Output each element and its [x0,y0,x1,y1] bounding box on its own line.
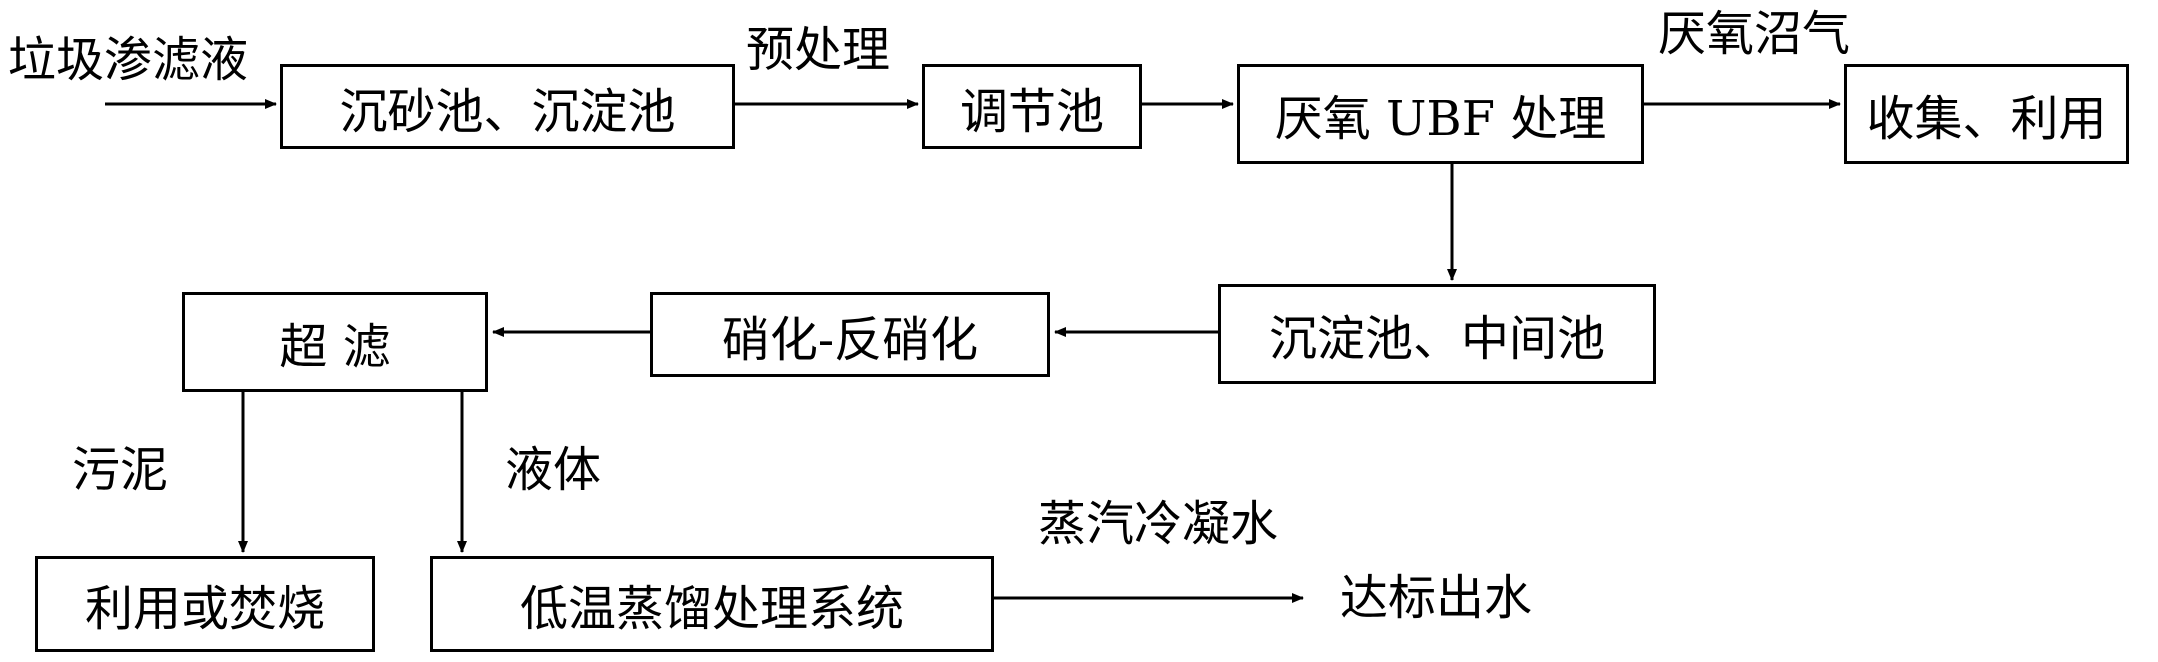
node-ultrafiltration: 超 滤 [182,292,488,392]
label-liquid: 液体 [505,442,602,498]
node-collect-utilize: 收集、利用 [1844,64,2129,164]
node-low-temp-distillation: 低温蒸馏处理系统 [430,556,994,652]
node-sedimentation-intermediate: 沉淀池、中间池 [1218,284,1656,384]
label-leachate: 垃圾渗滤液 [8,32,249,88]
label-pretreatment: 预处理 [746,22,891,78]
label-biogas: 厌氧沼气 [1658,6,1851,62]
node-grit-sedimentation: 沉砂池、沉淀池 [280,64,735,149]
node-sludge-utilization: 利用或焚烧 [35,556,375,652]
label-condensate: 蒸汽冷凝水 [1038,496,1279,552]
node-regulating-tank: 调节池 [922,64,1142,149]
label-sludge: 污泥 [72,442,169,498]
node-nitrification: 硝化-反硝化 [650,292,1050,377]
node-effluent: 达标出水 [1340,570,1533,626]
node-anaerobic-ubf: 厌氧 UBF 处理 [1237,64,1644,164]
